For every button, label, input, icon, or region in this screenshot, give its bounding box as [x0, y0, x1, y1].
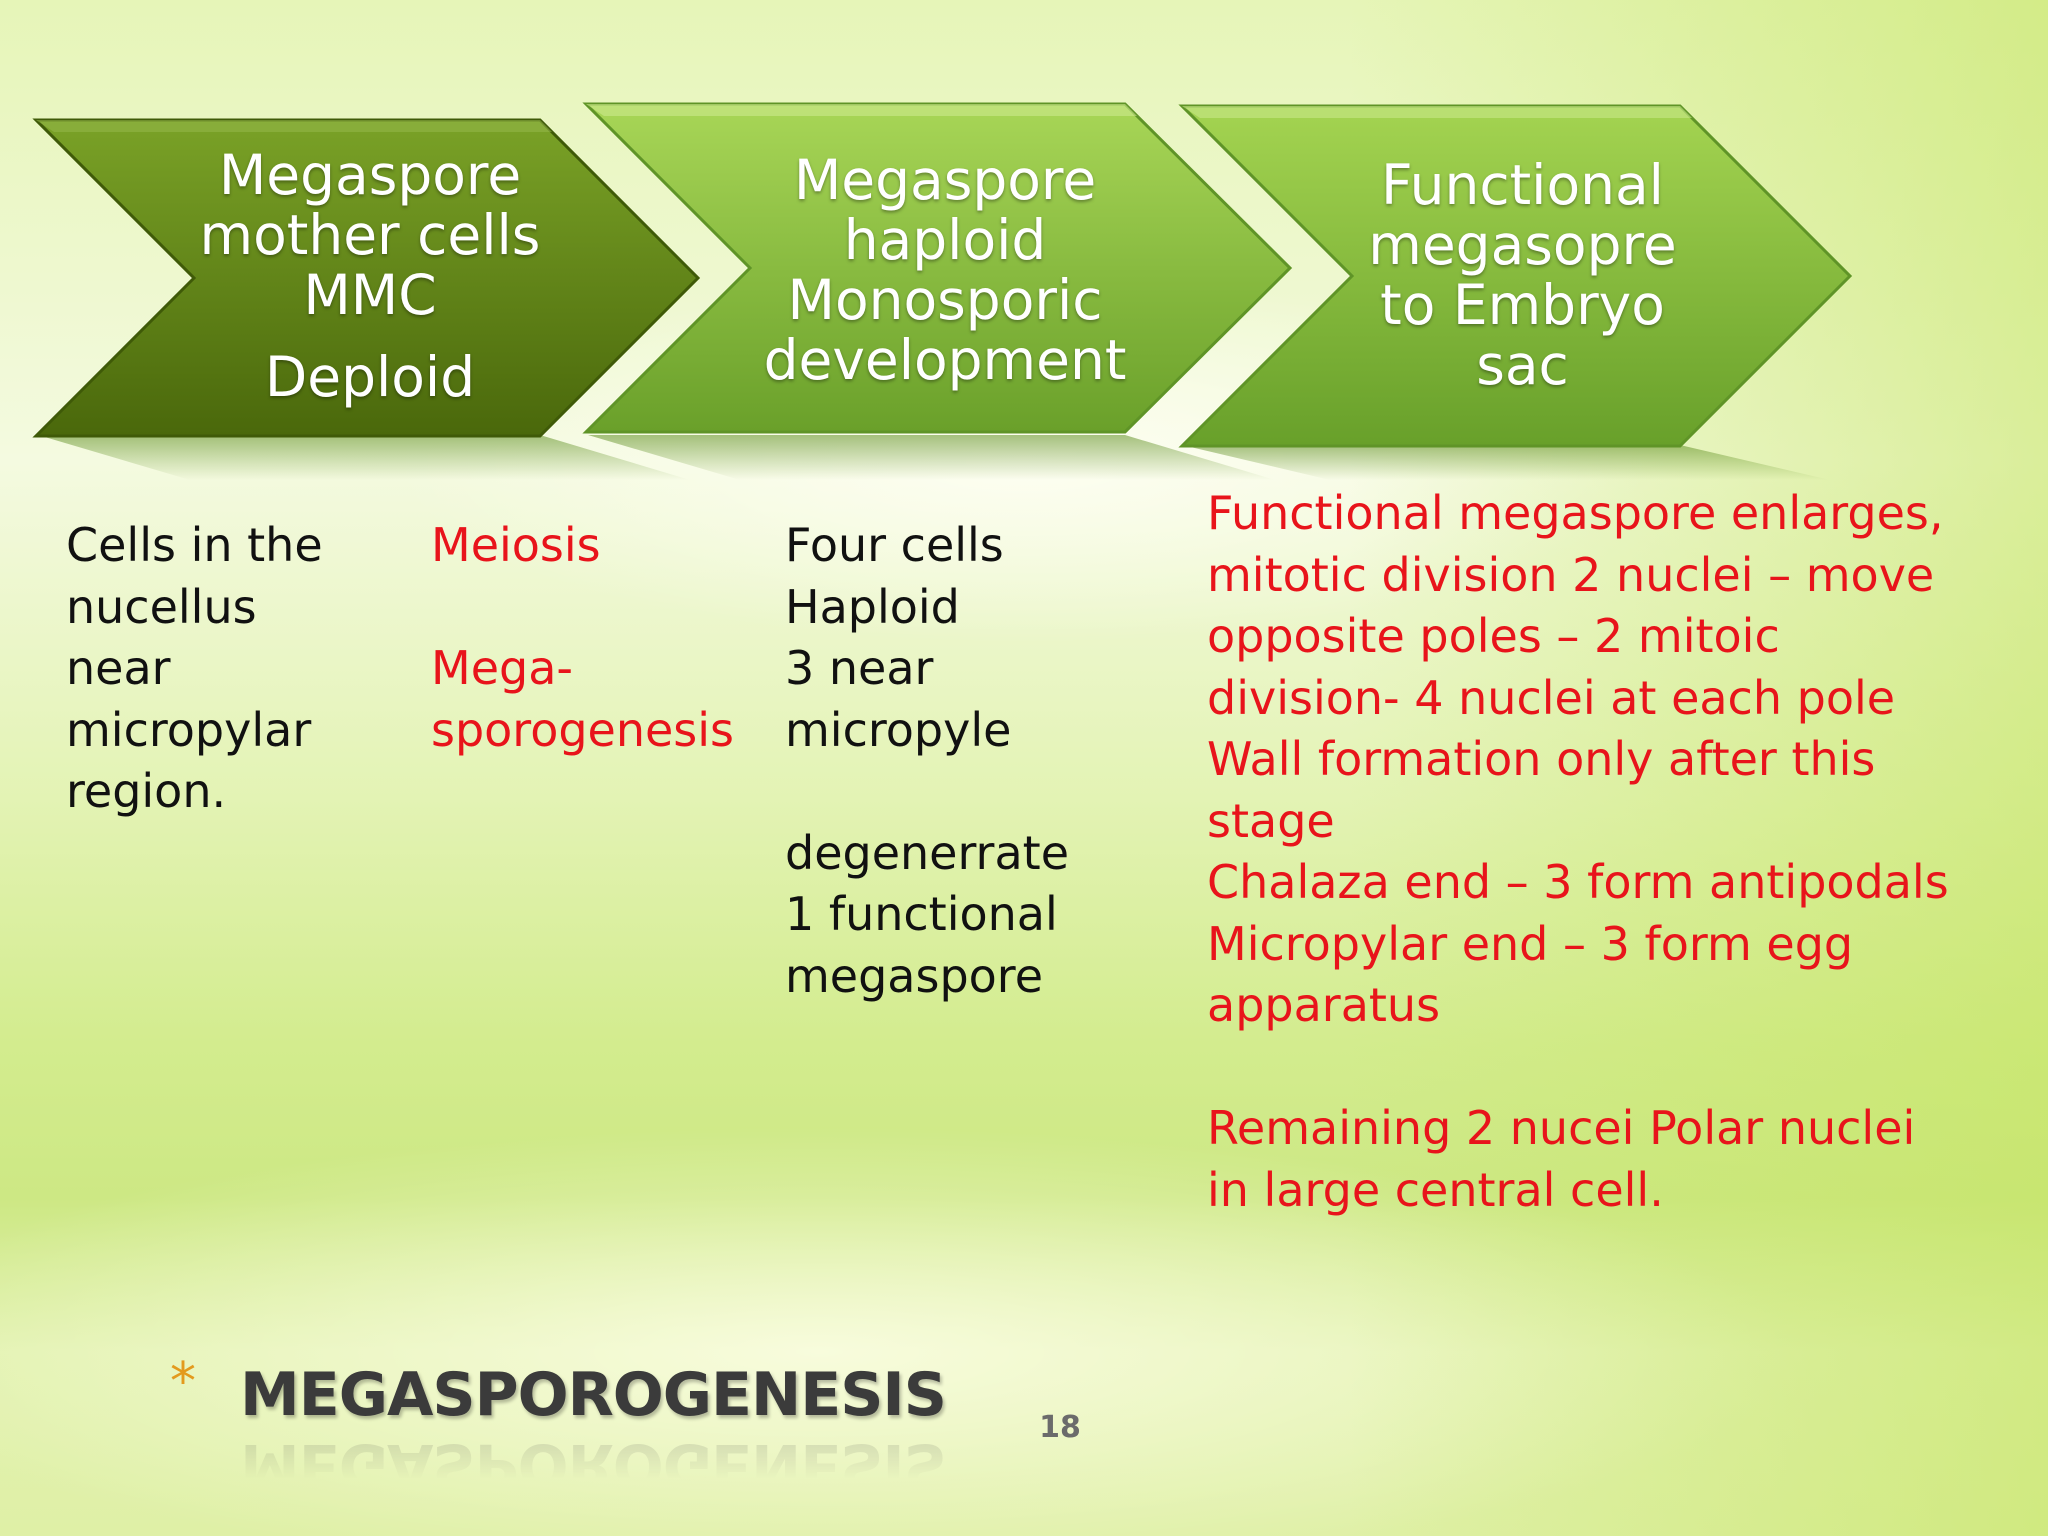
- chevron-1-reflection: [38, 435, 690, 480]
- chevron-2-line-1: Megaspore: [793, 148, 1097, 212]
- chevron-1-subline: Deploid: [264, 345, 476, 409]
- chevron-3-reflection: [1182, 445, 1830, 480]
- column-location: Cells in the nucellus near micropylar re…: [66, 518, 323, 818]
- process-banner: [32, 102, 1853, 480]
- slide-title: MEGASPOROGENESIS: [240, 1360, 947, 1430]
- chevron-1-text: Megaspore mother cells MMC Deploid: [170, 145, 570, 407]
- chevron-1-line-1: Megaspore: [218, 143, 522, 207]
- chevron-3-line-4: sac: [1476, 333, 1569, 397]
- chevron-2-text: Megaspore haploid Monosporic development: [740, 150, 1150, 390]
- chevron-1-line-2: mother cells: [199, 203, 541, 267]
- chevron-3-line-1: Functional: [1381, 153, 1664, 217]
- column-process: Meiosis Mega- sporogenesis: [431, 518, 735, 757]
- column-result: Four cells Haploid 3 near micropyle dege…: [785, 518, 1069, 1003]
- chevron-3-text: Functional megasopre to Embryo sac: [1340, 155, 1705, 395]
- slide-title-reflection: MEGASPOROGENESIS: [240, 1430, 946, 1500]
- chevron-2-reflection: [588, 435, 1275, 480]
- chevron-1-line-3: MMC: [303, 263, 437, 327]
- chevron-3-line-3: to Embryo: [1380, 273, 1665, 337]
- chevron-2-line-2: haploid: [843, 208, 1047, 272]
- chevron-2-line-3: Monosporic: [787, 268, 1103, 332]
- bullet-star-icon: *: [170, 1352, 196, 1412]
- page-number: 18: [1039, 1410, 1081, 1445]
- chevron-3-line-2: megasopre: [1368, 213, 1677, 277]
- column-embryo-sac: Functional megaspore enlarges, mitotic d…: [1207, 486, 1949, 1217]
- chevron-2-line-4: development: [763, 328, 1127, 392]
